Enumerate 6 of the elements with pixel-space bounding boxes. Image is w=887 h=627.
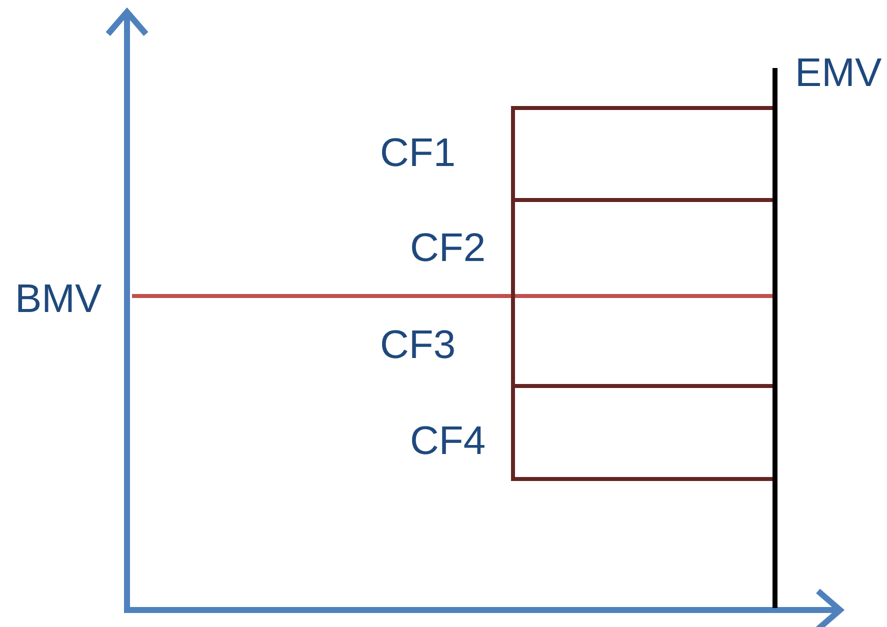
cash-flow-label: CF3 bbox=[380, 325, 456, 365]
cash-flow-label: CF1 bbox=[380, 133, 456, 173]
emv-label: EMV bbox=[795, 53, 882, 93]
bmv-label: BMV bbox=[15, 279, 102, 319]
cash-flow-label: CF4 bbox=[410, 421, 486, 461]
cash-flow-label: CF2 bbox=[410, 228, 486, 268]
